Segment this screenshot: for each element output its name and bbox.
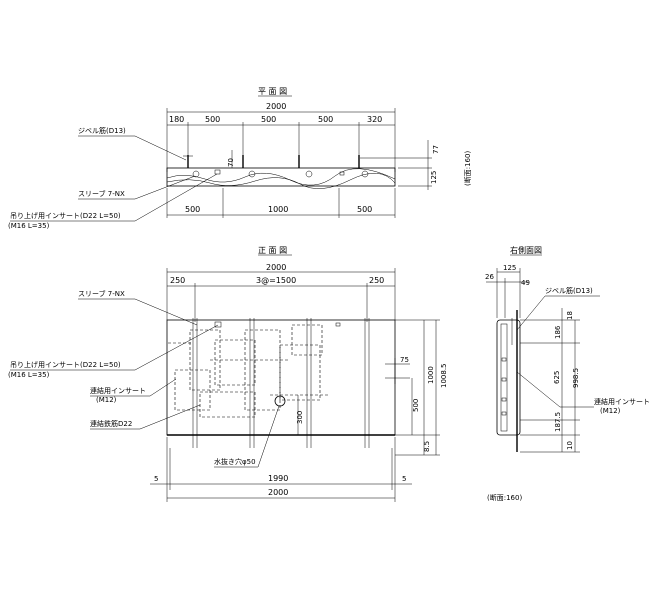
front-dim-85: 8.5	[423, 441, 431, 452]
plan-dim-77: 77	[432, 145, 440, 154]
plan-note-section: (断面:160)	[463, 151, 472, 186]
front-dim-total: 2000	[266, 263, 286, 272]
front-view: 正 面 図 2000 250 3@=1500 250	[8, 246, 448, 502]
plan-dim-b500b: 500	[357, 205, 372, 214]
plan-label-insert-m16: (M16 L=35)	[8, 222, 50, 230]
front-label-drain: 水抜き穴φ50	[214, 457, 256, 466]
side-dim-125: 125	[503, 264, 516, 272]
plan-dim-500a: 500	[205, 115, 220, 124]
front-dim-1000: 1000	[427, 366, 435, 384]
front-label-fix-insert: 連結用インサート	[90, 386, 146, 395]
front-title: 正 面 図	[258, 246, 287, 255]
front-dim-2000b: 2000	[268, 488, 288, 497]
plan-dim-125: 125	[430, 171, 438, 184]
side-dim-9985: 998.5	[572, 368, 580, 388]
front-dim-3at1500: 3@=1500	[256, 276, 296, 285]
plan-label-insert: 吊り上げ用インサート(D22 L=50)	[10, 211, 121, 220]
plan-label-sleeve: スリーブ 7-NX	[78, 189, 125, 198]
side-title: 右側面図	[510, 245, 542, 255]
front-dim-5-right: 5	[402, 475, 406, 483]
side-label-fix-insert: 連結用インサート	[594, 397, 650, 406]
plan-dim-70: 70	[227, 158, 235, 167]
plan-dim-320: 320	[367, 115, 382, 124]
front-dim-5-left: 5	[154, 475, 158, 483]
side-dim-26: 26	[485, 273, 494, 281]
plan-dim-total: 2000	[266, 102, 286, 111]
side-dim-10: 10	[566, 441, 574, 450]
front-label-fix-insert-m12: (M12)	[96, 396, 117, 404]
plan-dim-180: 180	[169, 115, 184, 124]
side-dim-186: 186	[554, 325, 562, 339]
front-dim-250b: 250	[369, 276, 384, 285]
plan-dim-500b: 500	[261, 115, 276, 124]
front-dim-10085: 1008.5	[440, 364, 448, 389]
side-dim-625: 625	[553, 371, 561, 384]
plan-dim-b500a: 500	[185, 205, 200, 214]
front-dim-1990: 1990	[268, 474, 288, 483]
plan-label-dowel: ジベル筋(D13)	[78, 126, 126, 135]
side-label-fix-insert-m12: (M12)	[600, 407, 621, 415]
front-dim-300: 300	[296, 411, 304, 424]
side-dim-49: 49	[521, 279, 530, 287]
front-label-sleeve: スリーブ 7-NX	[78, 289, 125, 298]
front-label-insert-m16: (M16 L=35)	[8, 371, 50, 379]
side-view: 右側面図 26 125 49 18 186 625 998.5 187.5 10	[485, 245, 650, 502]
front-dim-250a: 250	[170, 276, 185, 285]
side-dim-1875: 187.5	[554, 412, 562, 432]
front-label-rebar: 連結鉄筋D22	[90, 419, 132, 428]
front-dim-75: 75	[400, 356, 409, 364]
side-dim-18: 18	[566, 311, 574, 320]
plan-title: 平 面 図	[258, 87, 287, 96]
plan-dim-b1000: 1000	[268, 205, 288, 214]
plan-view: 平 面 図 2000 180 500 500 500 320	[8, 87, 472, 230]
side-note-section: (断面:160)	[487, 493, 522, 502]
front-dim-500: 500	[412, 399, 420, 412]
side-label-dowel: ジベル筋(D13)	[545, 286, 593, 295]
front-label-insert: 吊り上げ用インサート(D22 L=50)	[10, 360, 121, 369]
plan-dim-500c: 500	[318, 115, 333, 124]
